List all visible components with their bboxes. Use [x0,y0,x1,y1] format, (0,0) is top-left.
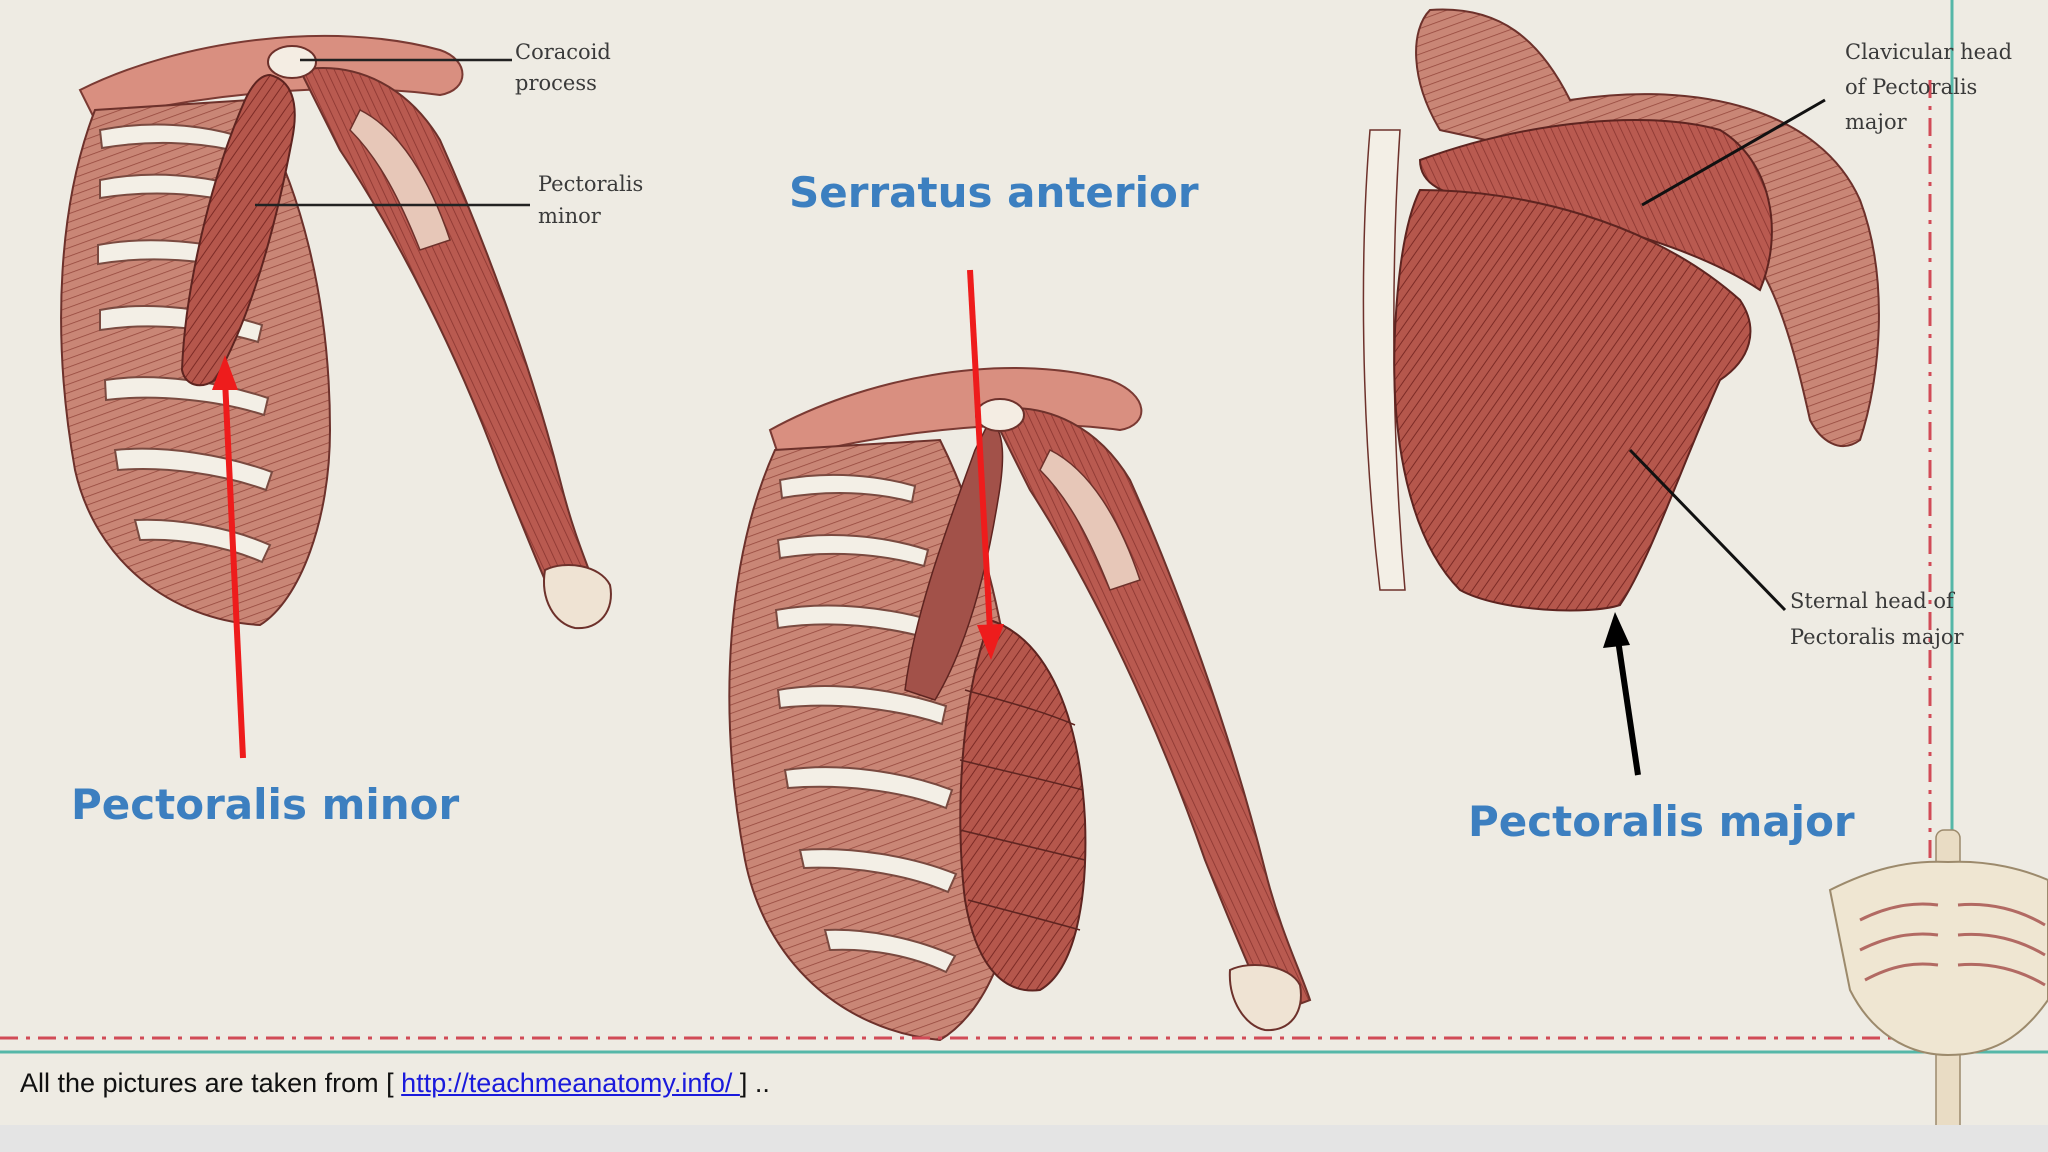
arrow-pectoralis-minor [222,379,246,759]
title-serratus-anterior: Serratus anterior [789,168,1199,217]
title-pectoralis-minor: Pectoralis minor [71,780,460,829]
label-clavicular-line3: major [1845,110,1907,134]
label-clavicular-line1: Clavicular head [1845,40,2013,64]
label-coracoid-line2: process [515,71,597,95]
arrow-pectoralis-major [1615,639,1641,776]
arrows [212,269,1641,776]
label-sternal-line2: Pectoralis major [1790,625,1964,649]
middle-thorax-illustration [728,367,1312,1042]
source-link[interactable]: http://teachmeanatomy.info/ [401,1068,740,1098]
label-coracoid-line1: Coracoid [515,40,611,64]
source-credit-suffix: ] .. [739,1068,770,1098]
label-pec-minor-line2: minor [538,204,601,228]
arrow-serratus-anterior [967,269,993,631]
label-pec-minor-line1: Pectoralis [538,172,644,196]
skeleton-thumbnail [1828,829,2048,1152]
label-sternal-line1: Sternal head of [1790,589,1954,613]
label-clavicular-line2: of Pectoralis [1845,75,1978,99]
source-credit: All the pictures are taken from [ http:/… [20,1068,770,1099]
source-credit-prefix: All the pictures are taken from [ [20,1068,402,1098]
right-thorax-illustration [1362,8,1880,612]
title-pectoralis-major: Pectoralis major [1468,797,1855,846]
bottom-band [0,1125,2048,1152]
left-thorax-illustration [60,34,612,630]
